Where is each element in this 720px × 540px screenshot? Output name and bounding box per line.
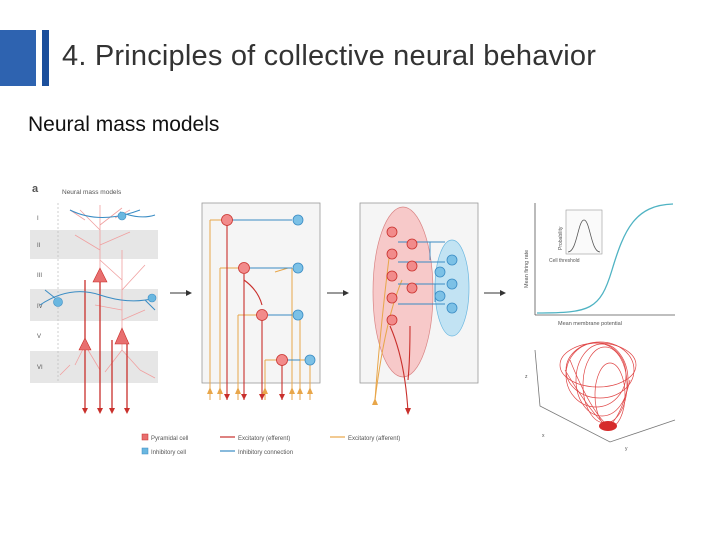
arrow-icon [327,290,349,296]
header-accent-block [0,30,36,86]
sigmoid-ylabel: Mean firing rate [524,250,530,288]
legend-item: Inhibitory connection [220,450,293,456]
slide-subtitle: Neural mass models [28,113,220,136]
slide-title: 4. Principles of collective neural behav… [62,40,597,72]
svg-text:Excitatory (efferent): Excitatory (efferent) [238,436,290,442]
pyramidal-cell-icon [78,267,130,351]
layer-label: I [37,216,39,222]
inset-xlabel: Cell threshold [549,258,580,264]
axis-y-label: y [625,446,628,452]
sigmoid-plot: Mean firing rate Mean membrane potential… [524,203,675,327]
layer-output-arrows [82,408,130,414]
population-circuit [201,202,321,400]
interneuron-icon [53,211,157,307]
axis-z-label: z [525,374,528,380]
attractor-plot: z x y [525,341,676,452]
layer-label: IV [37,304,43,310]
svg-text:Excitatory (afferent): Excitatory (afferent) [348,436,400,442]
sigmoid-xlabel: Mean membrane potential [558,321,622,327]
svg-text:Inhibitory connection: Inhibitory connection [238,450,293,456]
inset-ylabel: Probability [558,226,564,250]
legend-item: Pyramidal cell [141,433,188,442]
layer-label: VI [37,365,43,371]
axis-x-label: x [542,433,545,439]
svg-text:Pyramidal cell: Pyramidal cell [151,436,188,442]
layer-label: V [37,334,41,340]
header-accent-bar [42,30,49,86]
svg-text:Inhibitory cell: Inhibitory cell [151,450,186,456]
legend: Pyramidal cell Inhibitory cell Excitator… [141,433,400,456]
legend-item: Excitatory (efferent) [220,436,290,442]
cortical-layers: I II III IV V VI [30,203,158,383]
layer-label: II [37,243,41,249]
panel-title: Neural mass models [62,189,122,196]
legend-item: Excitatory (afferent) [330,436,400,442]
layer-label: III [37,273,42,279]
pyramidal-dendrites [59,205,156,379]
legend-item: Inhibitory cell [141,447,186,456]
arrow-icon [170,290,192,296]
neural-mass-populations [359,202,479,415]
panel-letter: a [32,183,39,195]
arrow-icon [484,290,506,296]
neural-mass-figure: a Neural mass models I II III IV V VI [30,183,676,456]
